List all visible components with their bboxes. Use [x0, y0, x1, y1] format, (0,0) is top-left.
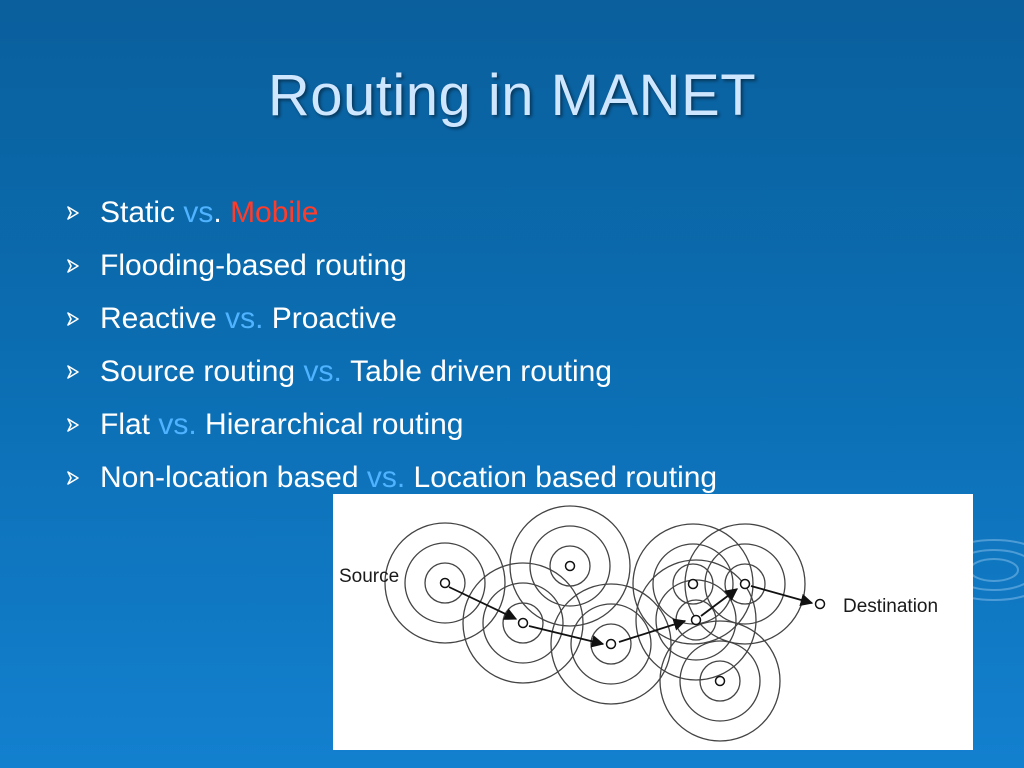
bullet-list: Static vs. Mobile Flooding-based routing…: [62, 186, 717, 504]
route-arrow: [700, 588, 739, 617]
vs-text: vs.: [366, 460, 406, 494]
radio-range-ring: [404, 542, 486, 624]
bullet-item: Source routing vs. Table driven routing: [62, 345, 717, 398]
network-node: [714, 675, 726, 687]
arrow-bullet-icon: [62, 417, 84, 433]
radio-range-ring: [384, 522, 506, 644]
network-node: [564, 560, 576, 572]
route-arrow: [528, 625, 605, 648]
mobile-text: Mobile: [230, 195, 319, 229]
vs-text: vs.: [303, 354, 342, 388]
network-node: [814, 598, 826, 610]
bullet-text: Flooding-based routing: [100, 248, 407, 282]
network-node: [605, 638, 617, 650]
arrow-bullet-icon: [62, 364, 84, 380]
radio-range-ring: [550, 583, 672, 705]
radio-range-ring: [659, 620, 781, 742]
radio-range-ring: [509, 505, 631, 627]
bullet-item: Static vs. Mobile: [62, 186, 717, 239]
slide-title: Routing in MANET: [267, 63, 757, 128]
route-arrow: [448, 586, 518, 620]
bullet-text: Non-location based: [100, 460, 359, 494]
bullet-text: .: [213, 195, 222, 229]
bullet-item: Reactive vs. Proactive: [62, 292, 717, 345]
source-label: Source: [339, 566, 399, 587]
bullet-text: Proactive: [271, 301, 397, 335]
radio-range-ring: [704, 543, 786, 625]
bullet-text: Reactive: [100, 301, 217, 335]
network-node: [687, 578, 699, 590]
radio-range-ring: [684, 523, 806, 645]
bullet-item: Flooding-based routing: [62, 239, 717, 292]
arrow-bullet-icon: [62, 258, 84, 274]
arrow-bullet-icon: [62, 470, 84, 486]
bullet-item: Flat vs. Hierarchical routing: [62, 398, 717, 451]
radio-range-ring: [529, 525, 611, 607]
network-node: [517, 617, 529, 629]
radio-range-ring: [502, 602, 544, 644]
radio-range-ring: [570, 603, 652, 685]
radio-range-ring: [699, 660, 741, 702]
bullet-text: Table driven routing: [350, 354, 612, 388]
network-node: [739, 578, 751, 590]
route-arrow: [618, 618, 687, 643]
radio-range-ring: [482, 582, 564, 664]
vs-text: vs: [183, 195, 214, 229]
network-diagram-svg: Source Destination: [339, 505, 938, 742]
manet-routing-diagram: Source Destination: [333, 494, 973, 750]
radio-range-ring: [632, 523, 754, 645]
vs-text: vs.: [158, 407, 197, 441]
bullet-item: Non-location based vs. Location based ro…: [62, 451, 717, 504]
bullet-text: Static: [100, 195, 176, 229]
bullet-text: Hierarchical routing: [205, 407, 464, 441]
bullet-text: Flat: [100, 407, 151, 441]
network-node: [690, 614, 702, 626]
radio-range-ring: [672, 563, 714, 605]
arrow-bullet-icon: [62, 205, 84, 221]
bullet-text: Source routing: [100, 354, 296, 388]
network-node: [439, 577, 451, 589]
arrow-bullet-icon: [62, 311, 84, 327]
radio-range-ring: [424, 562, 466, 604]
radio-range-ring: [635, 559, 757, 681]
destination-label: Destination: [843, 596, 938, 617]
radio-range-ring: [462, 562, 584, 684]
radio-range-ring: [724, 563, 766, 605]
vs-text: vs.: [225, 301, 264, 335]
radio-range-ring: [679, 640, 761, 722]
route-arrow: [750, 585, 814, 607]
bullet-text: Location based routing: [413, 460, 718, 494]
